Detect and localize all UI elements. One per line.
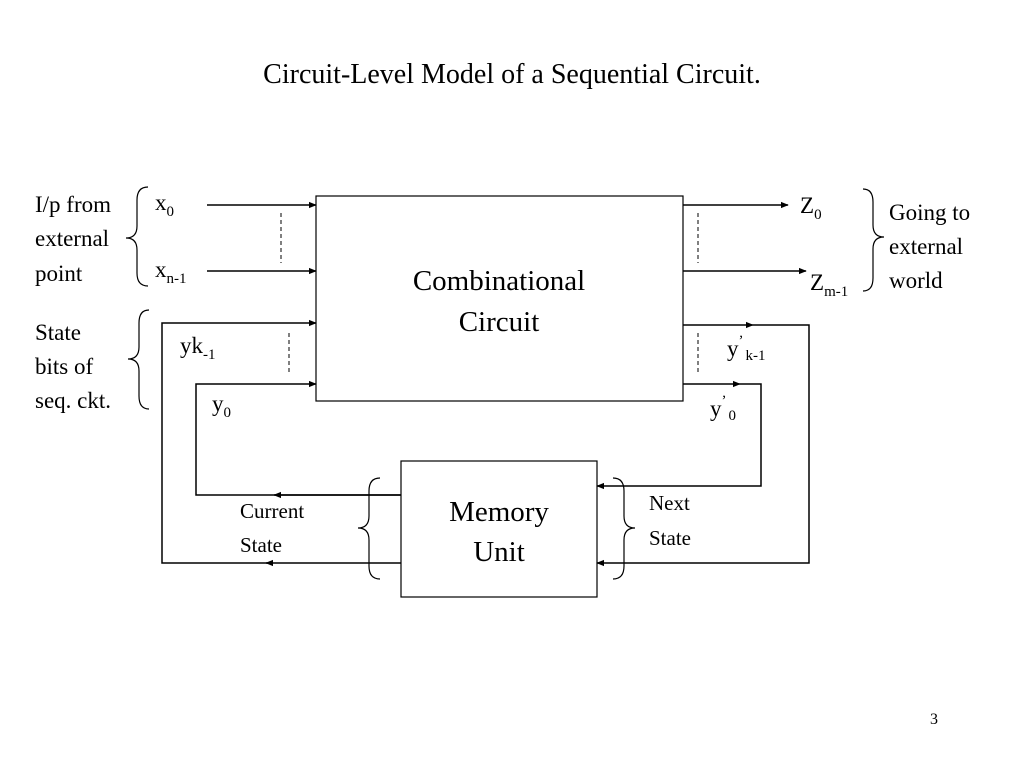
memory-unit-block	[400, 460, 598, 598]
current-state-label: Current State	[240, 499, 309, 557]
next-state-wire-yk-1	[596, 324, 810, 567]
next-state-label: Next State	[649, 491, 695, 550]
page-number: 3	[930, 711, 938, 728]
state-label-yk-1: yk-1	[180, 333, 216, 363]
input-group-brace	[125, 186, 149, 287]
state-wire-yk-1	[161, 319, 317, 564]
output-label-z0: Z0	[800, 193, 822, 223]
next-state-wire-y0	[596, 383, 762, 490]
input-label-xn-1: xn-1	[155, 257, 187, 287]
combinational-circuit-label-line2: Circuit	[459, 306, 540, 338]
memory-unit-label-line2: Unit	[473, 536, 525, 568]
combinational-circuit-block	[315, 195, 684, 402]
output-group-brace	[862, 188, 885, 292]
next-state-label-y0: y’0	[710, 393, 736, 424]
state-label-y0: y0	[212, 391, 231, 421]
input-label-x0: x0	[155, 190, 174, 220]
state-bits-group-label: State bits of seq. ckt.	[35, 320, 111, 413]
current-state-brace	[357, 477, 381, 580]
input-group-label: I/p from external point	[35, 192, 117, 286]
state-bits-brace	[127, 309, 150, 410]
combinational-circuit-label: Combinational	[413, 265, 585, 297]
next-state-brace	[612, 477, 636, 580]
output-group-label: Going to external world	[889, 200, 976, 293]
next-state-label-yk-1: y’k-1	[727, 333, 766, 364]
output-label-zm-1: Zm-1	[810, 270, 848, 300]
memory-unit-label: Memory	[449, 496, 549, 528]
slide-title: Circuit-Level Model of a Sequential Circ…	[263, 59, 761, 90]
